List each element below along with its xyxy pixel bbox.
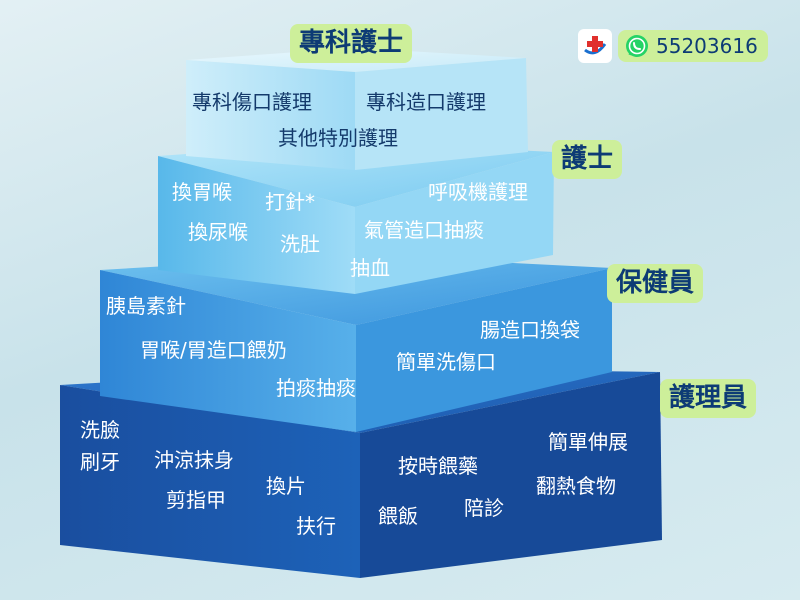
whatsapp-icon — [626, 35, 648, 57]
service-ventilator-care: 呼吸機護理 — [428, 180, 528, 204]
service-specialist-wound-care: 專科傷口護理 — [192, 90, 312, 114]
clinic-cross-icon — [578, 29, 612, 63]
contact-bar: 55203616 — [578, 28, 768, 64]
service-nail-trimming: 剪指甲 — [166, 488, 226, 512]
service-medication-reminder: 按時餵藥 — [398, 454, 478, 478]
service-specialist-stoma-care: 專科造口護理 — [366, 90, 486, 114]
service-simple-stretching: 簡單伸展 — [548, 430, 628, 454]
service-bathing: 沖涼抹身 — [154, 448, 234, 472]
service-brush-teeth: 刷牙 — [80, 450, 120, 474]
service-other-special-care: 其他特別護理 — [278, 126, 398, 150]
service-change-urinary-catheter: 換尿喉 — [188, 220, 248, 244]
service-blood-draw: 抽血 — [350, 256, 390, 280]
service-peritoneal-dialysis: 洗肚 — [280, 232, 320, 256]
phone-pill[interactable]: 55203616 — [618, 30, 768, 62]
service-tube-feeding: 胃喉/胃造口餵奶 — [140, 338, 287, 362]
service-chest-percussion-suction: 拍痰抽痰 — [276, 376, 356, 400]
tier-1-block — [186, 48, 528, 170]
service-change-feeding-tube: 換胃喉 — [172, 180, 232, 204]
tier-1-title: 專科護士 — [290, 24, 413, 64]
service-colostomy-bag-change: 腸造口換袋 — [480, 318, 580, 342]
phone-number: 55203616 — [656, 34, 758, 58]
service-walking-assistance: 扶行 — [296, 514, 336, 538]
service-medical-escort: 陪診 — [464, 496, 504, 520]
service-insulin-injection: 胰島素針 — [106, 294, 186, 318]
service-tracheostomy-suction: 氣管造口抽痰 — [364, 218, 484, 242]
service-change-diaper: 換片 — [266, 474, 306, 498]
service-reheat-food: 翻熱食物 — [536, 474, 616, 498]
service-feeding: 餵飯 — [378, 504, 418, 528]
tier-3-title: 保健員 — [607, 264, 704, 304]
service-wash-face: 洗臉 — [80, 418, 120, 442]
tier-4-title: 護理員 — [660, 379, 757, 419]
service-simple-wound-cleaning: 簡單洗傷口 — [396, 350, 496, 374]
tier-2-title: 護士 — [552, 140, 623, 180]
service-injection: 打針* — [265, 190, 315, 214]
